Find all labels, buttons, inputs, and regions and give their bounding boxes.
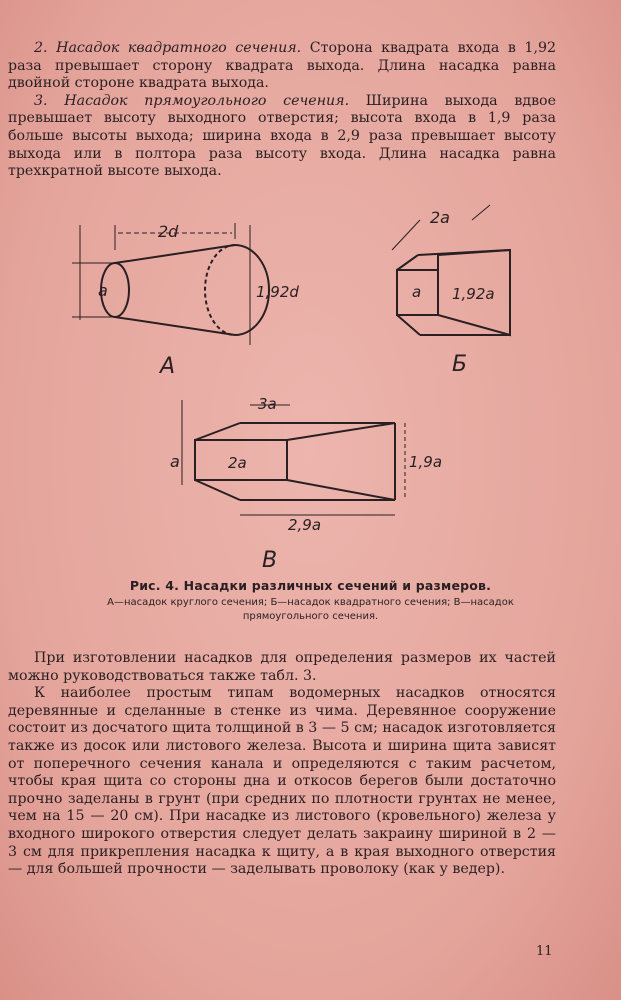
dim-v-top: 3a	[258, 395, 277, 413]
figure-4: 2d a 1,92d А 2a a 1,92a Б 3a a 2a 1,9a 2…	[0, 195, 621, 575]
letter-v: В	[262, 548, 277, 573]
letter-b: Б	[452, 352, 467, 377]
paragraph-square-nozzle: 2. Насадок квадратного сечения. Сторона …	[8, 40, 556, 93]
paragraph-body: Ширина выхода вдвое превышает высоту вых…	[8, 92, 556, 180]
dim-v-left: a	[170, 452, 180, 471]
paragraph-body: Сторона квадрата входа в 1,92 раза превы…	[8, 40, 557, 92]
paragraph-label: 3. Насадок прямоугольного сечения.	[34, 92, 350, 109]
dim-v-inner: 2a	[228, 454, 247, 472]
drawing-v	[181, 400, 406, 516]
page-number: 11	[536, 944, 553, 959]
dim-a-left: a	[98, 281, 108, 300]
drawing-b	[391, 204, 511, 337]
dim-a-right: 1,92d	[256, 283, 299, 301]
drawing-a	[72, 223, 270, 345]
nozzle-drawings: 2d a 1,92d А 2a a 1,92a Б 3a a 2a 1,9a 2…	[72, 204, 511, 573]
dim-b-right: 1,92a	[452, 285, 495, 303]
dim-v-bottom: 2,9a	[288, 516, 321, 534]
paragraph-rect-nozzle: 3. Насадок прямоугольного сечения. Ширин…	[8, 93, 556, 181]
paragraph-label: 2. Насадок квадратного сечения.	[34, 40, 302, 56]
figure-caption: Рис. 4. Насадки различных сечений и разм…	[129, 578, 492, 593]
legend-line: прямоугольного сечения.	[242, 611, 379, 622]
paragraph-table-reference: При изготовлении насадков для определени…	[8, 650, 556, 684]
dim-a-top: 2d	[158, 222, 179, 241]
dim-v-right: 1,9a	[409, 453, 442, 471]
dim-b-left: a	[412, 283, 421, 301]
paragraph-wooden-nozzle: К наиболее простым типам водомерных наса…	[8, 685, 556, 878]
letter-a: А	[158, 354, 175, 379]
top-text: 2. Насадок квадратного сечения. Сторона …	[8, 40, 556, 181]
bottom-text: При изготовлении насадков для определени…	[8, 650, 556, 879]
legend-line: А—насадок круглого сечения; Б—насадок кв…	[107, 597, 514, 608]
figure-legend: А—насадок круглого сечения; Б—насадок кв…	[0, 596, 621, 624]
dim-b-top: 2a	[430, 208, 450, 227]
